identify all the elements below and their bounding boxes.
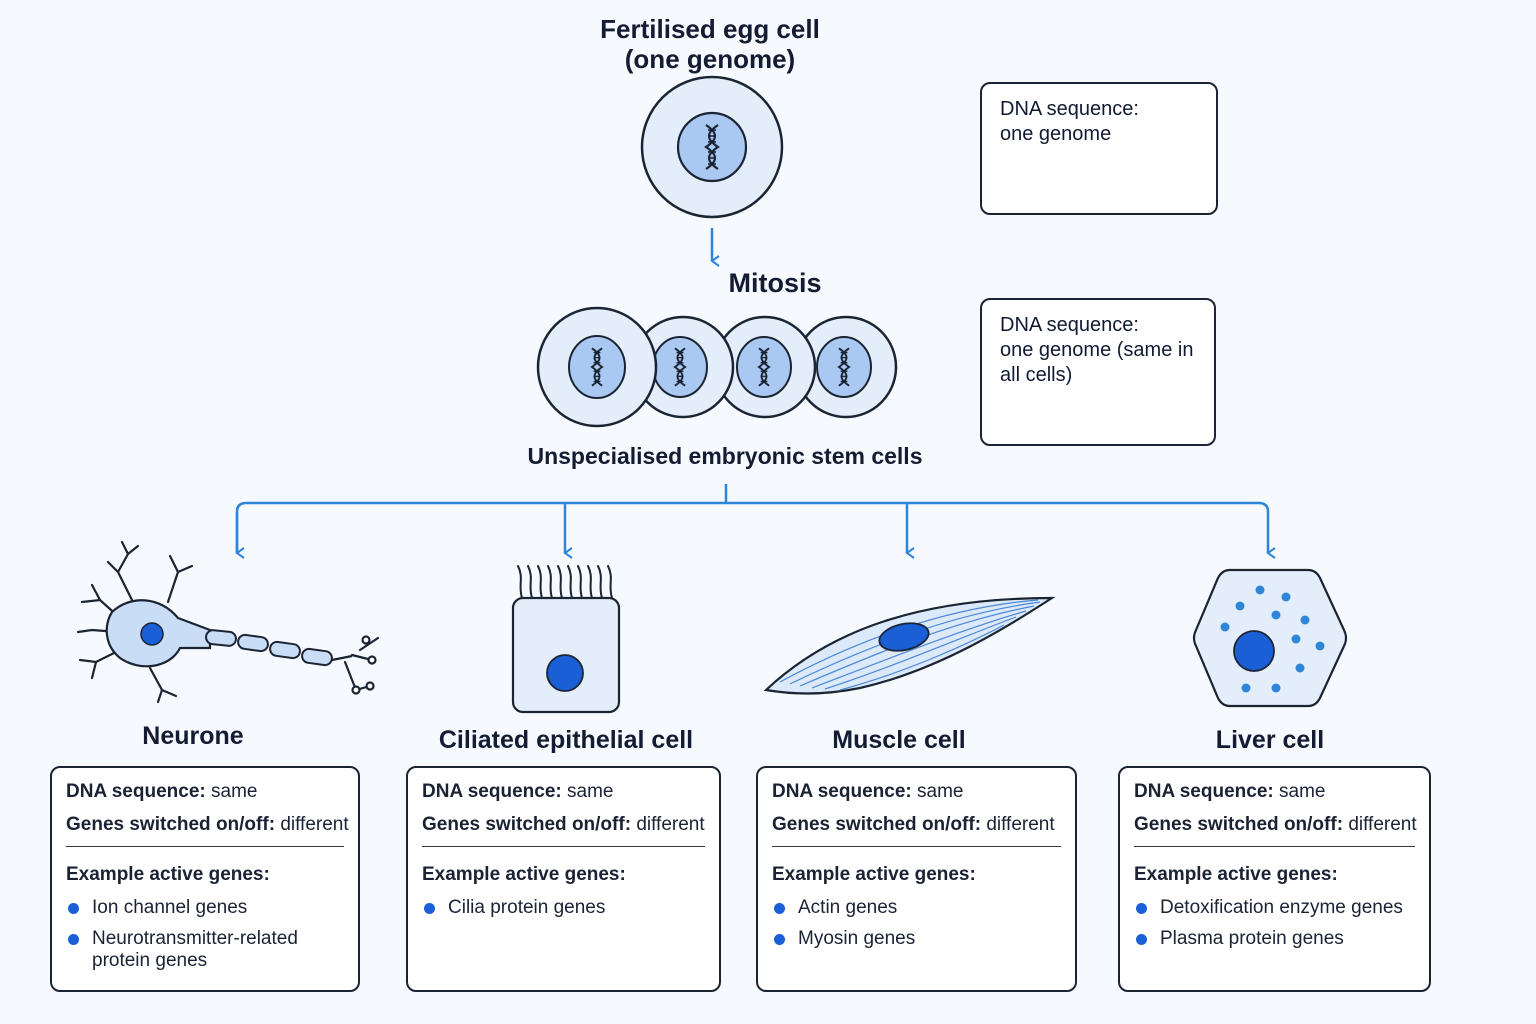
mitosis-label: Mitosis — [728, 268, 822, 298]
genes-switched-row: Genes switched on/off: different — [66, 813, 349, 837]
gene-name: Ion channel genes — [92, 897, 248, 918]
gene-name: Plasma protein genes — [1160, 928, 1344, 949]
info-box-muscle: DNA sequence: same Genes switched on/off… — [756, 766, 1077, 992]
bullet-icon — [1136, 934, 1147, 945]
cell-title-neurone: Neurone — [142, 722, 244, 750]
example-genes-label: Example active genes: — [66, 864, 270, 885]
dna-sequence-value: same — [1279, 781, 1326, 802]
dna-sequence-row: DNA sequence: same — [422, 780, 705, 804]
bullet-icon — [68, 934, 79, 945]
bullet-icon — [774, 903, 785, 914]
branch-connector — [235, 484, 1276, 559]
gene-list-item: Cilia protein genes — [422, 897, 705, 919]
cell-title-muscle: Muscle cell — [832, 726, 966, 754]
example-genes-label: Example active genes: — [772, 864, 976, 885]
genes-switched-value: different — [1348, 814, 1417, 835]
bullet-icon — [424, 903, 435, 914]
gene-name: Actin genes — [798, 897, 898, 918]
gene-list-item: Ion channel genes — [66, 897, 344, 919]
genes-switched-row: Genes switched on/off: different — [422, 813, 705, 837]
cell-title-liver: Liver cell — [1215, 726, 1325, 754]
neurone-icon — [76, 540, 380, 704]
dna-box-line: one genome (same in — [1000, 339, 1194, 361]
genes-switched-label: Genes switched on/off: — [772, 814, 982, 835]
divider — [1134, 846, 1415, 847]
divider — [66, 846, 344, 847]
muscle-cell-icon — [763, 596, 1056, 695]
gene-name: Myosin genes — [798, 928, 916, 949]
liver-cell-icon — [1192, 568, 1348, 708]
egg-title: Fertilised egg cell (one genome) — [560, 14, 860, 74]
dna-sequence-row: DNA sequence: same — [772, 780, 1061, 804]
egg-cell-icon — [640, 75, 784, 219]
gene-list-item: Neurotransmitter-related protein genes — [66, 928, 344, 972]
genes-switched-value: different — [986, 814, 1055, 835]
dna-sequence-row: DNA sequence: same — [1134, 780, 1415, 804]
gene-list-item: Detoxification enzyme genes — [1134, 897, 1415, 919]
cell-title-ciliated: Ciliated epithelial cell — [438, 726, 694, 754]
gene-name: Detoxification enzyme genes — [1160, 897, 1403, 918]
info-box-liver: DNA sequence: same Genes switched on/off… — [1118, 766, 1431, 992]
dna-box-line: all cells) — [1000, 364, 1073, 386]
example-genes-label: Example active genes: — [422, 864, 626, 885]
genes-switched-value: different — [636, 814, 705, 835]
egg-title-line2: (one genome) — [624, 44, 796, 74]
dna-box-egg: DNA sequence: one genome — [980, 82, 1218, 215]
dna-box-line: DNA sequence: — [1000, 98, 1139, 120]
bullet-icon — [68, 903, 79, 914]
dna-sequence-value: same — [211, 781, 258, 802]
dna-sequence-row: DNA sequence: same — [66, 780, 344, 804]
gene-list-item: Myosin genes — [772, 928, 1061, 950]
gene-list: Ion channel genes Neurotransmitter-relat… — [66, 897, 344, 972]
gene-name: Cilia protein genes — [448, 897, 606, 918]
dna-sequence-label: DNA sequence: — [1134, 781, 1274, 802]
info-box-ciliated: DNA sequence: same Genes switched on/off… — [406, 766, 721, 992]
gene-list-item: Actin genes — [772, 897, 1061, 919]
bullet-icon — [1136, 903, 1147, 914]
genes-switched-label: Genes switched on/off: — [422, 814, 632, 835]
dna-sequence-label: DNA sequence: — [66, 781, 206, 802]
gene-name: Neurotransmitter-related protein genes — [92, 928, 298, 971]
dna-sequence-value: same — [567, 781, 614, 802]
gene-list: Actin genes Myosin genes — [772, 897, 1061, 950]
divider — [422, 846, 705, 847]
example-genes-label: Example active genes: — [1134, 864, 1338, 885]
genes-switched-row: Genes switched on/off: different — [772, 813, 1061, 837]
gene-list: Detoxification enzyme genes Plasma prote… — [1134, 897, 1415, 950]
stem-cells-label: Unspecialised embryonic stem cells — [527, 443, 923, 469]
ciliated-cell-icon — [511, 565, 621, 714]
dna-box-stem: DNA sequence: one genome (same in all ce… — [980, 298, 1216, 446]
genes-switched-value: different — [280, 814, 349, 835]
neurone-body — [105, 599, 353, 668]
egg-title-line1: Fertilised egg cell — [600, 14, 820, 44]
dna-box-line: one genome — [1000, 123, 1112, 145]
dna-box-line: DNA sequence: — [1000, 314, 1139, 336]
dna-sequence-value: same — [917, 781, 964, 802]
dna-sequence-label: DNA sequence: — [772, 781, 912, 802]
divider — [772, 846, 1061, 847]
stem-cells-icon — [536, 306, 898, 428]
gene-list-item: Plasma protein genes — [1134, 928, 1415, 950]
info-box-neurone: DNA sequence: same Genes switched on/off… — [50, 766, 360, 992]
bullet-icon — [774, 934, 785, 945]
gene-list: Cilia protein genes — [422, 897, 705, 919]
dna-sequence-label: DNA sequence: — [422, 781, 562, 802]
genes-switched-label: Genes switched on/off: — [1134, 814, 1344, 835]
genes-switched-row: Genes switched on/off: different — [1134, 813, 1417, 837]
genes-switched-label: Genes switched on/off: — [66, 814, 276, 835]
